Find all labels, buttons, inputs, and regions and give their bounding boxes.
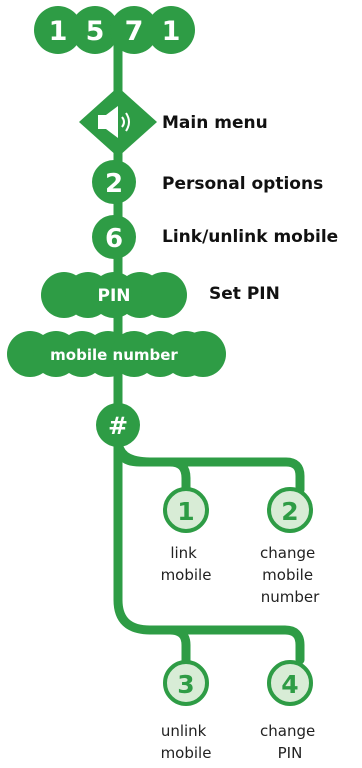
option-3-caption-line-1: unlink	[161, 722, 207, 740]
key-node-1-label: 1	[49, 16, 68, 47]
main-menu-label: Main menu	[162, 113, 268, 133]
main-menu-node: Main menu	[79, 87, 268, 157]
option-1-caption-line-2: mobile	[161, 566, 212, 584]
branch-line-option-3	[165, 625, 191, 665]
option-node-1[interactable]: 1	[163, 487, 209, 533]
step-node-personal-options[interactable]: 2	[92, 160, 136, 204]
pin-entry-node[interactable]: PIN	[41, 272, 187, 318]
step-key-2: 2	[105, 169, 123, 199]
key-node-1-second-label: 1	[162, 16, 181, 47]
option-2-caption: change mobile number	[260, 544, 320, 606]
link-unlink-mobile-label: Link/unlink mobile	[162, 227, 338, 247]
keypad-sequence: 1 5 7 1	[34, 6, 195, 54]
step-node-link-unlink[interactable]: 6	[92, 215, 136, 259]
key-node-5-label: 5	[86, 16, 105, 47]
option-1-caption-line-1: link	[170, 544, 197, 562]
option-4-caption-line-2: PIN	[278, 744, 303, 762]
option-2-caption-line-2: mobile	[262, 566, 313, 584]
option-2-caption-line-3: number	[261, 588, 320, 606]
key-node-7-label: 7	[125, 16, 144, 47]
step-key-6: 6	[105, 224, 123, 254]
speaker-icon	[98, 106, 130, 138]
key-node-5[interactable]: 5	[71, 6, 119, 54]
option-4-caption-line-1: change	[260, 722, 315, 740]
mobile-number-entry-label: mobile number	[50, 346, 178, 364]
option-2-caption-line-1: change	[260, 544, 315, 562]
option-key-1: 1	[177, 497, 194, 526]
mobile-number-entry-node[interactable]: mobile number	[7, 331, 226, 377]
key-node-1-second[interactable]: 1	[147, 6, 195, 54]
option-3-caption: unlink mobile	[161, 722, 212, 762]
option-key-3: 3	[177, 670, 194, 699]
key-node-7[interactable]: 7	[110, 6, 158, 54]
option-node-2[interactable]: 2	[267, 487, 313, 533]
set-pin-label: Set PIN	[209, 284, 280, 304]
option-key-2: 2	[281, 497, 298, 526]
option-3-caption-line-2: mobile	[161, 744, 212, 762]
option-key-4: 4	[281, 670, 298, 699]
hash-key-node[interactable]: #	[96, 403, 140, 447]
personal-options-label: Personal options	[162, 174, 323, 194]
key-node-1[interactable]: 1	[34, 6, 82, 54]
option-node-4[interactable]: 4	[267, 660, 313, 706]
option-node-3[interactable]: 3	[163, 660, 209, 706]
pin-entry-label: PIN	[97, 286, 130, 306]
branch-line-lower	[113, 425, 305, 665]
option-1-caption: link mobile	[161, 544, 212, 584]
option-4-caption: change PIN	[260, 722, 320, 762]
hash-key-label: #	[108, 412, 128, 440]
